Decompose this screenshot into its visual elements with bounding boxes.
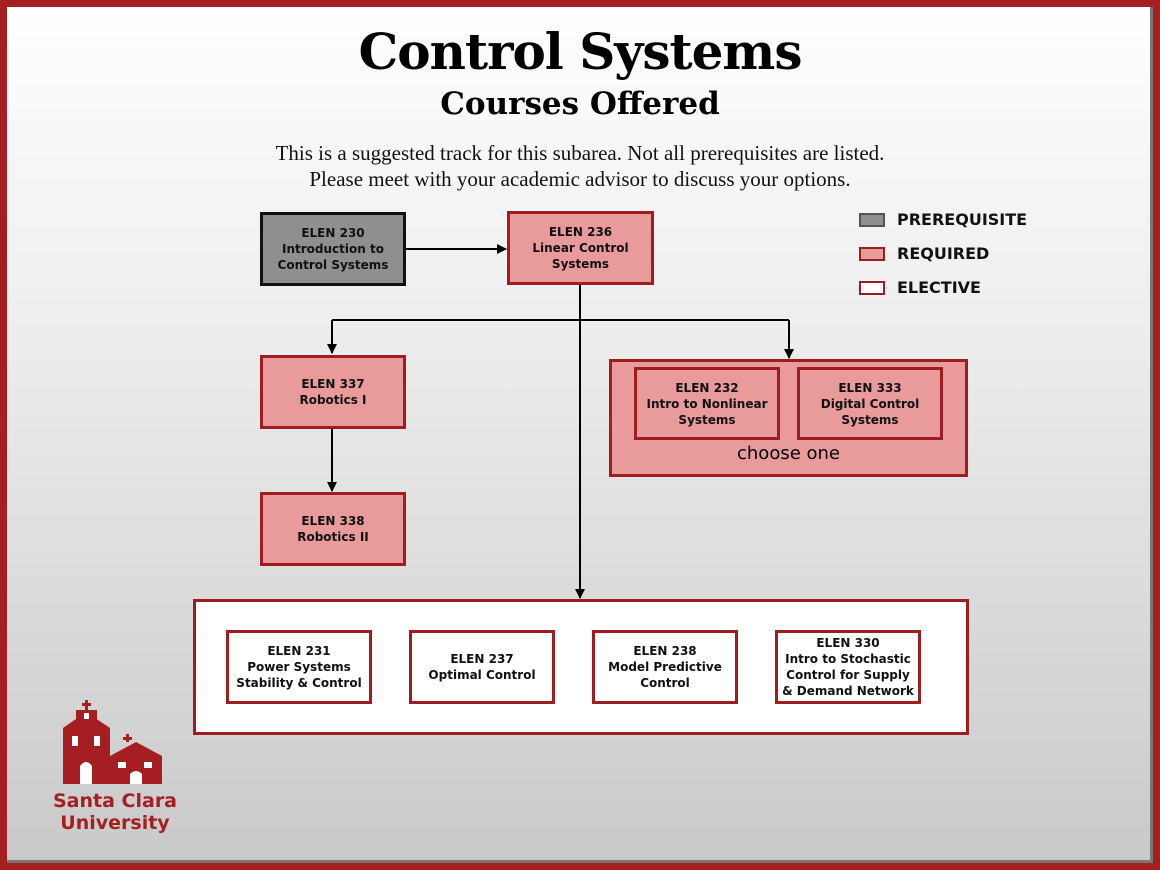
course-title-line: Digital Control bbox=[820, 396, 920, 411]
course-title-line: Systems bbox=[551, 257, 610, 271]
course-title-line: Robotics II bbox=[297, 530, 369, 544]
course-title-line: Model Predictive bbox=[608, 660, 722, 674]
course-code: ELEN 338 bbox=[301, 514, 365, 528]
legend-label: ELECTIVE bbox=[897, 278, 981, 297]
course-title-line: Linear Control bbox=[532, 241, 629, 255]
legend-label: REQUIRED bbox=[897, 244, 990, 263]
page-subtitle: Courses Offered bbox=[440, 86, 720, 122]
choose-one-label: choose one bbox=[737, 443, 840, 464]
course-code: ELEN 333 bbox=[838, 380, 902, 395]
course-code: ELEN 237 bbox=[450, 652, 514, 666]
course-elen-238: ELEN 238 Model Predictive Control bbox=[592, 630, 738, 704]
course-title-line: Systems bbox=[678, 412, 736, 427]
course-elen-230: ELEN 230 Introduction to Control Systems bbox=[260, 212, 406, 286]
course-title-line: Control for Supply bbox=[786, 668, 910, 682]
university-name: Santa Clara University bbox=[40, 790, 190, 834]
course-title-line: Intro to Stochastic bbox=[785, 652, 911, 666]
course-elen-330: ELEN 330 Intro to Stochastic Control for… bbox=[775, 630, 921, 704]
legend-swatch-elective bbox=[859, 280, 885, 295]
course-title-line: Introduction to bbox=[282, 242, 384, 256]
course-code: ELEN 337 bbox=[301, 377, 365, 391]
legend-required: REQUIRED bbox=[859, 244, 989, 263]
legend-elective: ELECTIVE bbox=[859, 278, 981, 297]
course-elen-236: ELEN 236 Linear Control Systems bbox=[507, 211, 654, 285]
description-line-1: This is a suggested track for this subar… bbox=[275, 141, 885, 165]
course-code: ELEN 232 bbox=[675, 380, 739, 395]
course-elen-232: ELEN 232 Intro to Nonlinear Systems bbox=[634, 367, 780, 440]
course-elen-338: ELEN 338 Robotics II bbox=[260, 492, 406, 566]
course-elen-333: ELEN 333 Digital Control Systems bbox=[797, 367, 943, 440]
course-elen-337: ELEN 337 Robotics I bbox=[260, 355, 406, 429]
logo-line-2: University bbox=[60, 812, 170, 834]
course-title-line: Systems bbox=[841, 412, 899, 427]
course-title-line: Stability & Control bbox=[236, 676, 362, 690]
course-title-line: Control bbox=[640, 676, 690, 690]
legend-label: PREREQUISITE bbox=[897, 210, 1028, 229]
course-title-line: & Demand Network bbox=[782, 684, 914, 698]
mission-church-logo-icon bbox=[63, 700, 162, 784]
course-code: ELEN 238 bbox=[633, 644, 697, 658]
description-line-2: Please meet with your academic advisor t… bbox=[309, 167, 851, 191]
legend-swatch-required bbox=[859, 246, 885, 261]
course-code: ELEN 231 bbox=[267, 644, 331, 658]
logo-line-1: Santa Clara bbox=[52, 790, 178, 812]
legend-prerequisite: PREREQUISITE bbox=[859, 210, 1027, 229]
course-elen-237: ELEN 237 Optimal Control bbox=[409, 630, 555, 704]
course-elen-231: ELEN 231 Power Systems Stability & Contr… bbox=[226, 630, 372, 704]
course-title-line: Control Systems bbox=[277, 258, 389, 272]
course-code: ELEN 230 bbox=[301, 226, 365, 240]
course-title-line: Optimal Control bbox=[428, 668, 536, 682]
course-code: ELEN 236 bbox=[548, 225, 613, 239]
course-title-line: Power Systems bbox=[247, 660, 351, 674]
course-title-line: Intro to Nonlinear bbox=[646, 396, 768, 411]
course-code: ELEN 330 bbox=[816, 636, 880, 650]
description: This is a suggested track for this subar… bbox=[0, 140, 1160, 192]
course-title-line: Robotics I bbox=[299, 393, 367, 407]
page-title: Control Systems bbox=[358, 22, 803, 81]
legend-swatch-prerequisite bbox=[859, 212, 885, 227]
